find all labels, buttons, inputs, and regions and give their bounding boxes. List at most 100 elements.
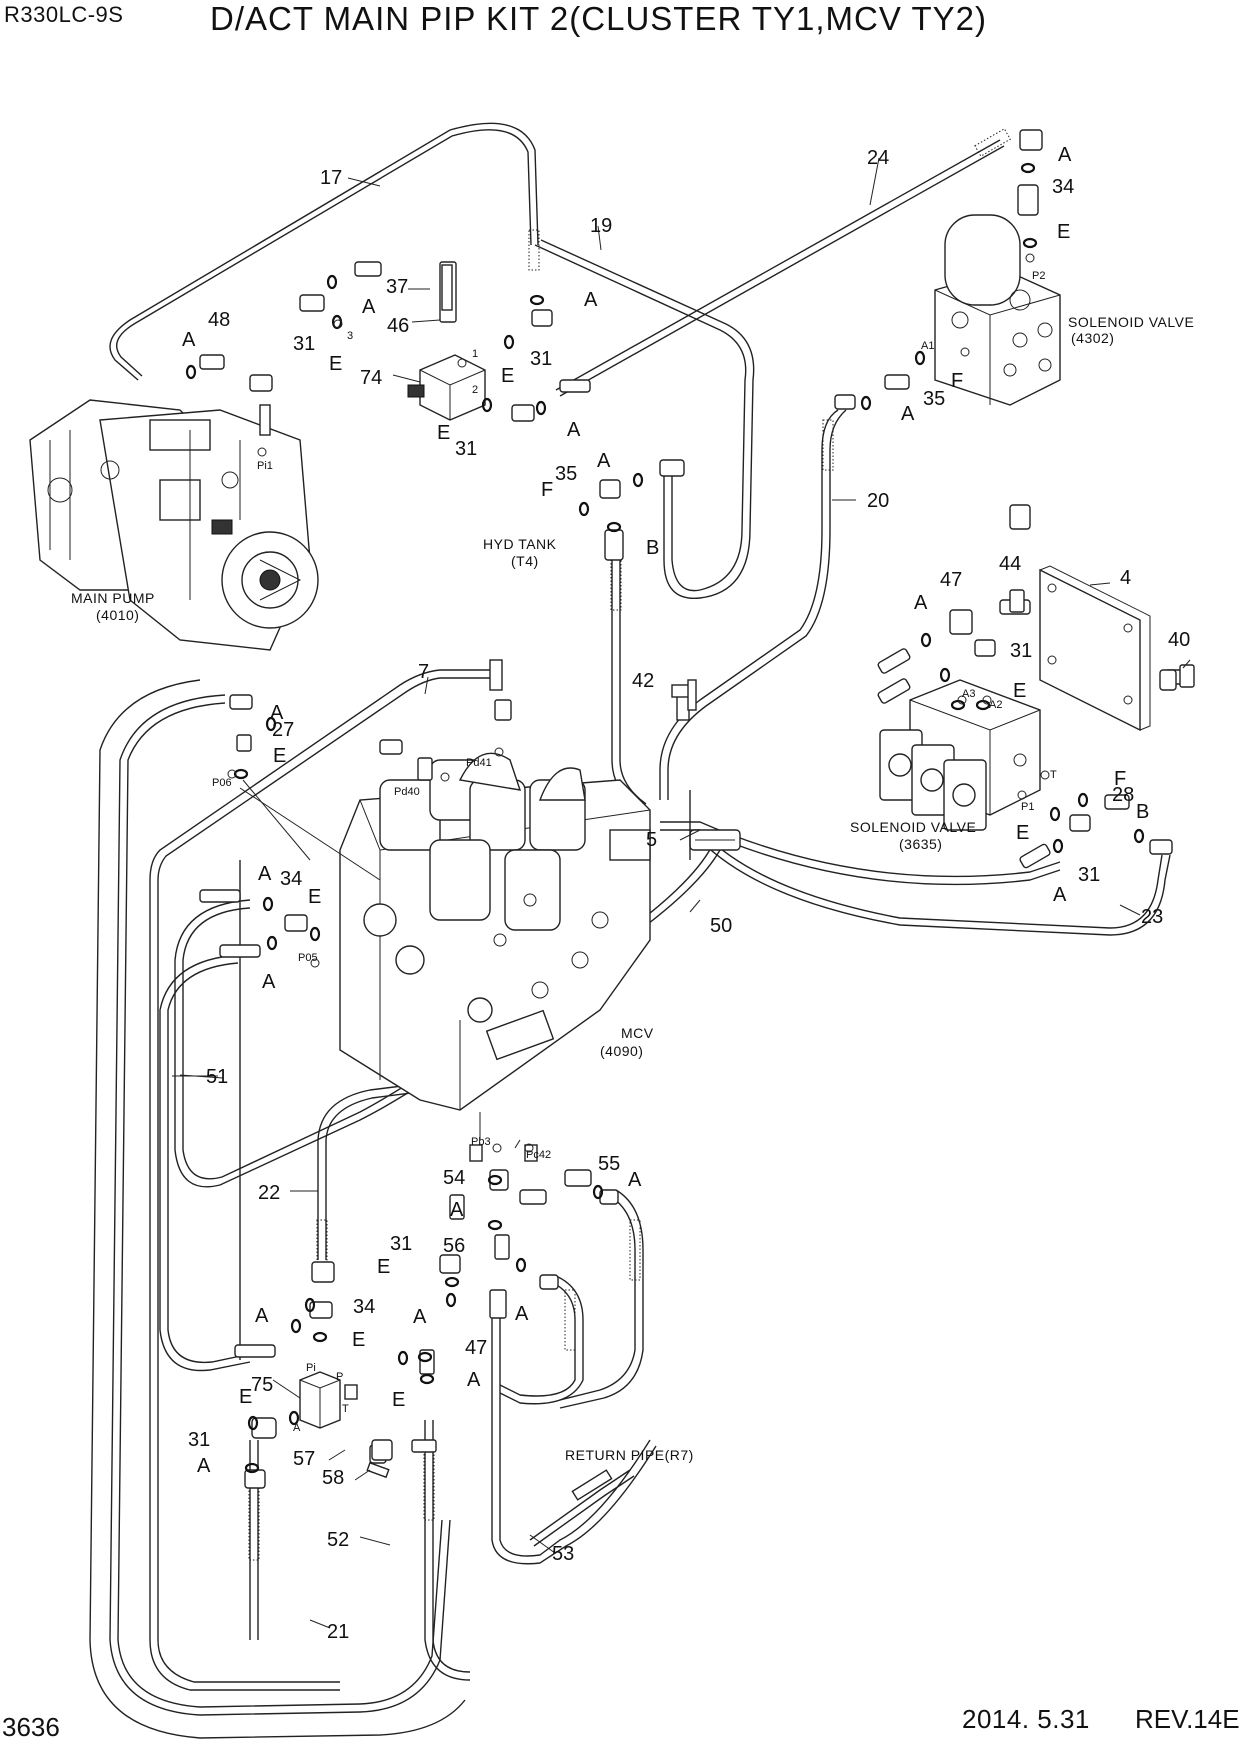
part-label-22: 22 [258,1182,280,1204]
caption-solenoid-3635-code: (3635) [899,836,942,852]
part-label-53: 53 [552,1543,574,1565]
hose-52 [89,679,466,1739]
port-pb3: Pb3 [471,1136,491,1148]
caption-main-pump-code: (4010) [96,607,139,623]
port-2-74: 2 [472,384,478,396]
seal-label-a: A [270,702,284,724]
caption-solenoid-4302-code: (4302) [1071,330,1114,346]
seal-label-a: A [413,1306,427,1328]
port-a1: A1 [921,340,934,352]
part-label-34-a: 34 [1052,176,1074,198]
part-label-47-b: 47 [465,1337,487,1359]
part-label-34-b: 34 [280,868,302,890]
solenoid-valve-3635 [879,679,1041,831]
seal-label-a: A [258,863,272,885]
page-number: 3636 [2,1712,60,1742]
solenoid-valve-4302 [934,214,1061,406]
seal-label-e: E [1057,221,1070,243]
seal-label-a: A [197,1455,211,1477]
seal-label-e: E [329,353,342,375]
seal-label-e: E [377,1256,390,1278]
part-label-17: 17 [320,167,342,189]
hose-23 [699,839,1171,936]
seal-label-b: B [1136,801,1149,823]
o-rings [185,162,1145,1474]
seal-label-a: A [467,1369,481,1391]
caption-main-pump: MAIN PUMP [71,590,155,606]
hose-7 [149,669,490,1691]
part-label-34-c: 34 [353,1296,375,1318]
part-label-27: 27 [272,719,294,741]
port-t: T [1050,769,1057,781]
port-a2: A2 [989,699,1002,711]
part-label-47-a: 47 [940,569,962,591]
hose-53 [499,1300,651,1557]
part-label-58: 58 [322,1467,344,1489]
port-t-75: T [342,1403,349,1415]
seal-label-e: E [308,886,321,908]
revision-date: 2014. 5.31 [962,1704,1090,1734]
seal-label-f: F [541,479,553,501]
seal-label-f: F [1114,768,1126,790]
part-label-52: 52 [327,1529,349,1551]
part-label-35-b: 35 [923,388,945,410]
seal-label-a: A [584,289,598,311]
hose-51 [174,849,721,1188]
hose-21 [109,694,451,1716]
part-label-31-f: 31 [390,1233,412,1255]
part-label-19: 19 [590,215,612,237]
seal-label-a: A [362,296,376,318]
port-p06: P06 [212,777,232,789]
seal-label-a: A [255,1305,269,1327]
caption-hyd-tank-code: (T4) [511,553,539,569]
hose-22 [317,1079,451,1260]
mcv-valve-block [339,752,651,1111]
seal-label-a: A [515,1303,529,1325]
hose-24 [555,139,1001,391]
part-label-31-d: 31 [1010,640,1032,662]
caption-return-pipe: RETURN PIPE(R7) [565,1447,694,1463]
hose-51b [159,954,251,1372]
revision-code: REV.14E [1135,1704,1240,1734]
bracket-plate-4 [1039,565,1151,732]
part-label-7: 7 [418,661,429,683]
port-pi1: Pi1 [257,460,273,472]
part-label-35-a: 35 [555,463,577,485]
caption-solenoid-4302: SOLENOID VALVE [1068,314,1194,330]
port-a-75: A [293,1422,301,1434]
model-code: R330LC-9S [4,2,124,27]
seal-label-e: E [273,745,286,767]
page-title: D/ACT MAIN PIP KIT 2(CLUSTER TY1,MCV TY2… [210,0,987,37]
caption-mcv-code: (4090) [600,1043,643,1059]
part-label-75: 75 [251,1374,273,1396]
leader-lines [172,157,1191,1629]
part-label-5: 5 [646,829,657,851]
seal-label-b: B [646,537,659,559]
clamp-5 [689,790,741,860]
seal-label-f: F [951,370,963,392]
seal-label-a: A [1058,144,1072,166]
part-label-31-g: 31 [188,1429,210,1451]
seal-label-e: E [352,1329,365,1351]
seal-label-a: A [262,971,276,993]
seal-letter-labels: A A A A A A A A A A A A A A A A A A A B … [182,144,1149,1477]
part-label-4: 4 [1120,567,1131,589]
bolts [366,264,1195,1479]
caption-solenoid-3635: SOLENOID VALVE [850,819,976,835]
port-pi: Pi [306,1362,316,1374]
port-3-74: 3 [347,330,353,342]
port-markers [227,253,1050,1153]
hose-17 [109,122,539,381]
part-label-37: 37 [386,276,408,298]
part-label-57: 57 [293,1448,315,1470]
seal-label-e: E [501,365,514,387]
port-pd41: Pd41 [466,757,492,769]
part-label-31-c: 31 [455,438,477,460]
part-label-28: 28 [1112,784,1134,806]
caption-mcv: MCV [621,1025,654,1041]
seal-label-e: E [1016,822,1029,844]
part-label-40: 40 [1168,629,1190,651]
part-label-48: 48 [208,309,230,331]
part-label-54: 54 [443,1167,465,1189]
